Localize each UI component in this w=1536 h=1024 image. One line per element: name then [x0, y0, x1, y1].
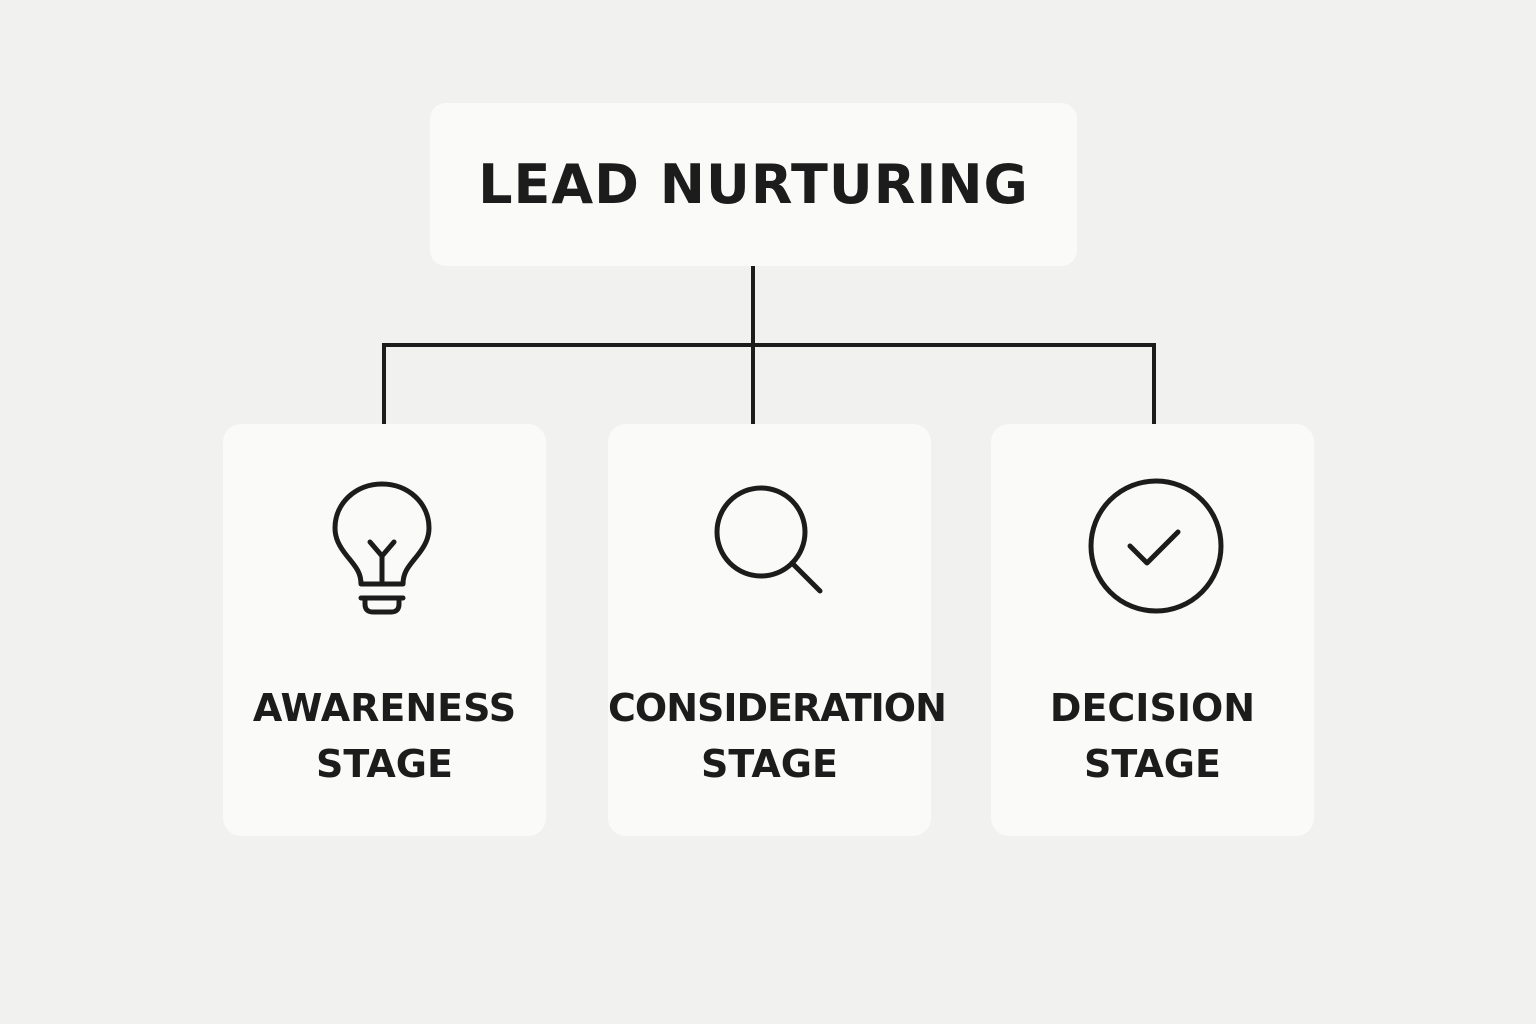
- stage-label-consideration-line2: STAGE: [701, 742, 838, 786]
- stage-label-awareness-line2: STAGE: [316, 742, 453, 786]
- stage-label-decision-line2: STAGE: [1084, 742, 1221, 786]
- stage-label-consideration-line1: CONSIDERATION: [608, 686, 947, 730]
- stage-card-consideration: CONSIDERATION STAGE: [608, 424, 947, 836]
- stage-card-awareness: AWARENESS STAGE: [223, 424, 546, 836]
- root-title: LEAD NURTURING: [478, 153, 1029, 216]
- stage-label-decision-line1: DECISION: [1049, 686, 1256, 730]
- stage-label-awareness-line1: AWARENESS: [252, 686, 517, 730]
- root-node: LEAD NURTURING: [430, 103, 1077, 266]
- lightbulb-icon: [223, 476, 546, 626]
- check-circle-icon: [991, 476, 1314, 626]
- stage-card-decision: DECISION STAGE: [991, 424, 1314, 836]
- magnifying-glass-icon: [608, 476, 931, 626]
